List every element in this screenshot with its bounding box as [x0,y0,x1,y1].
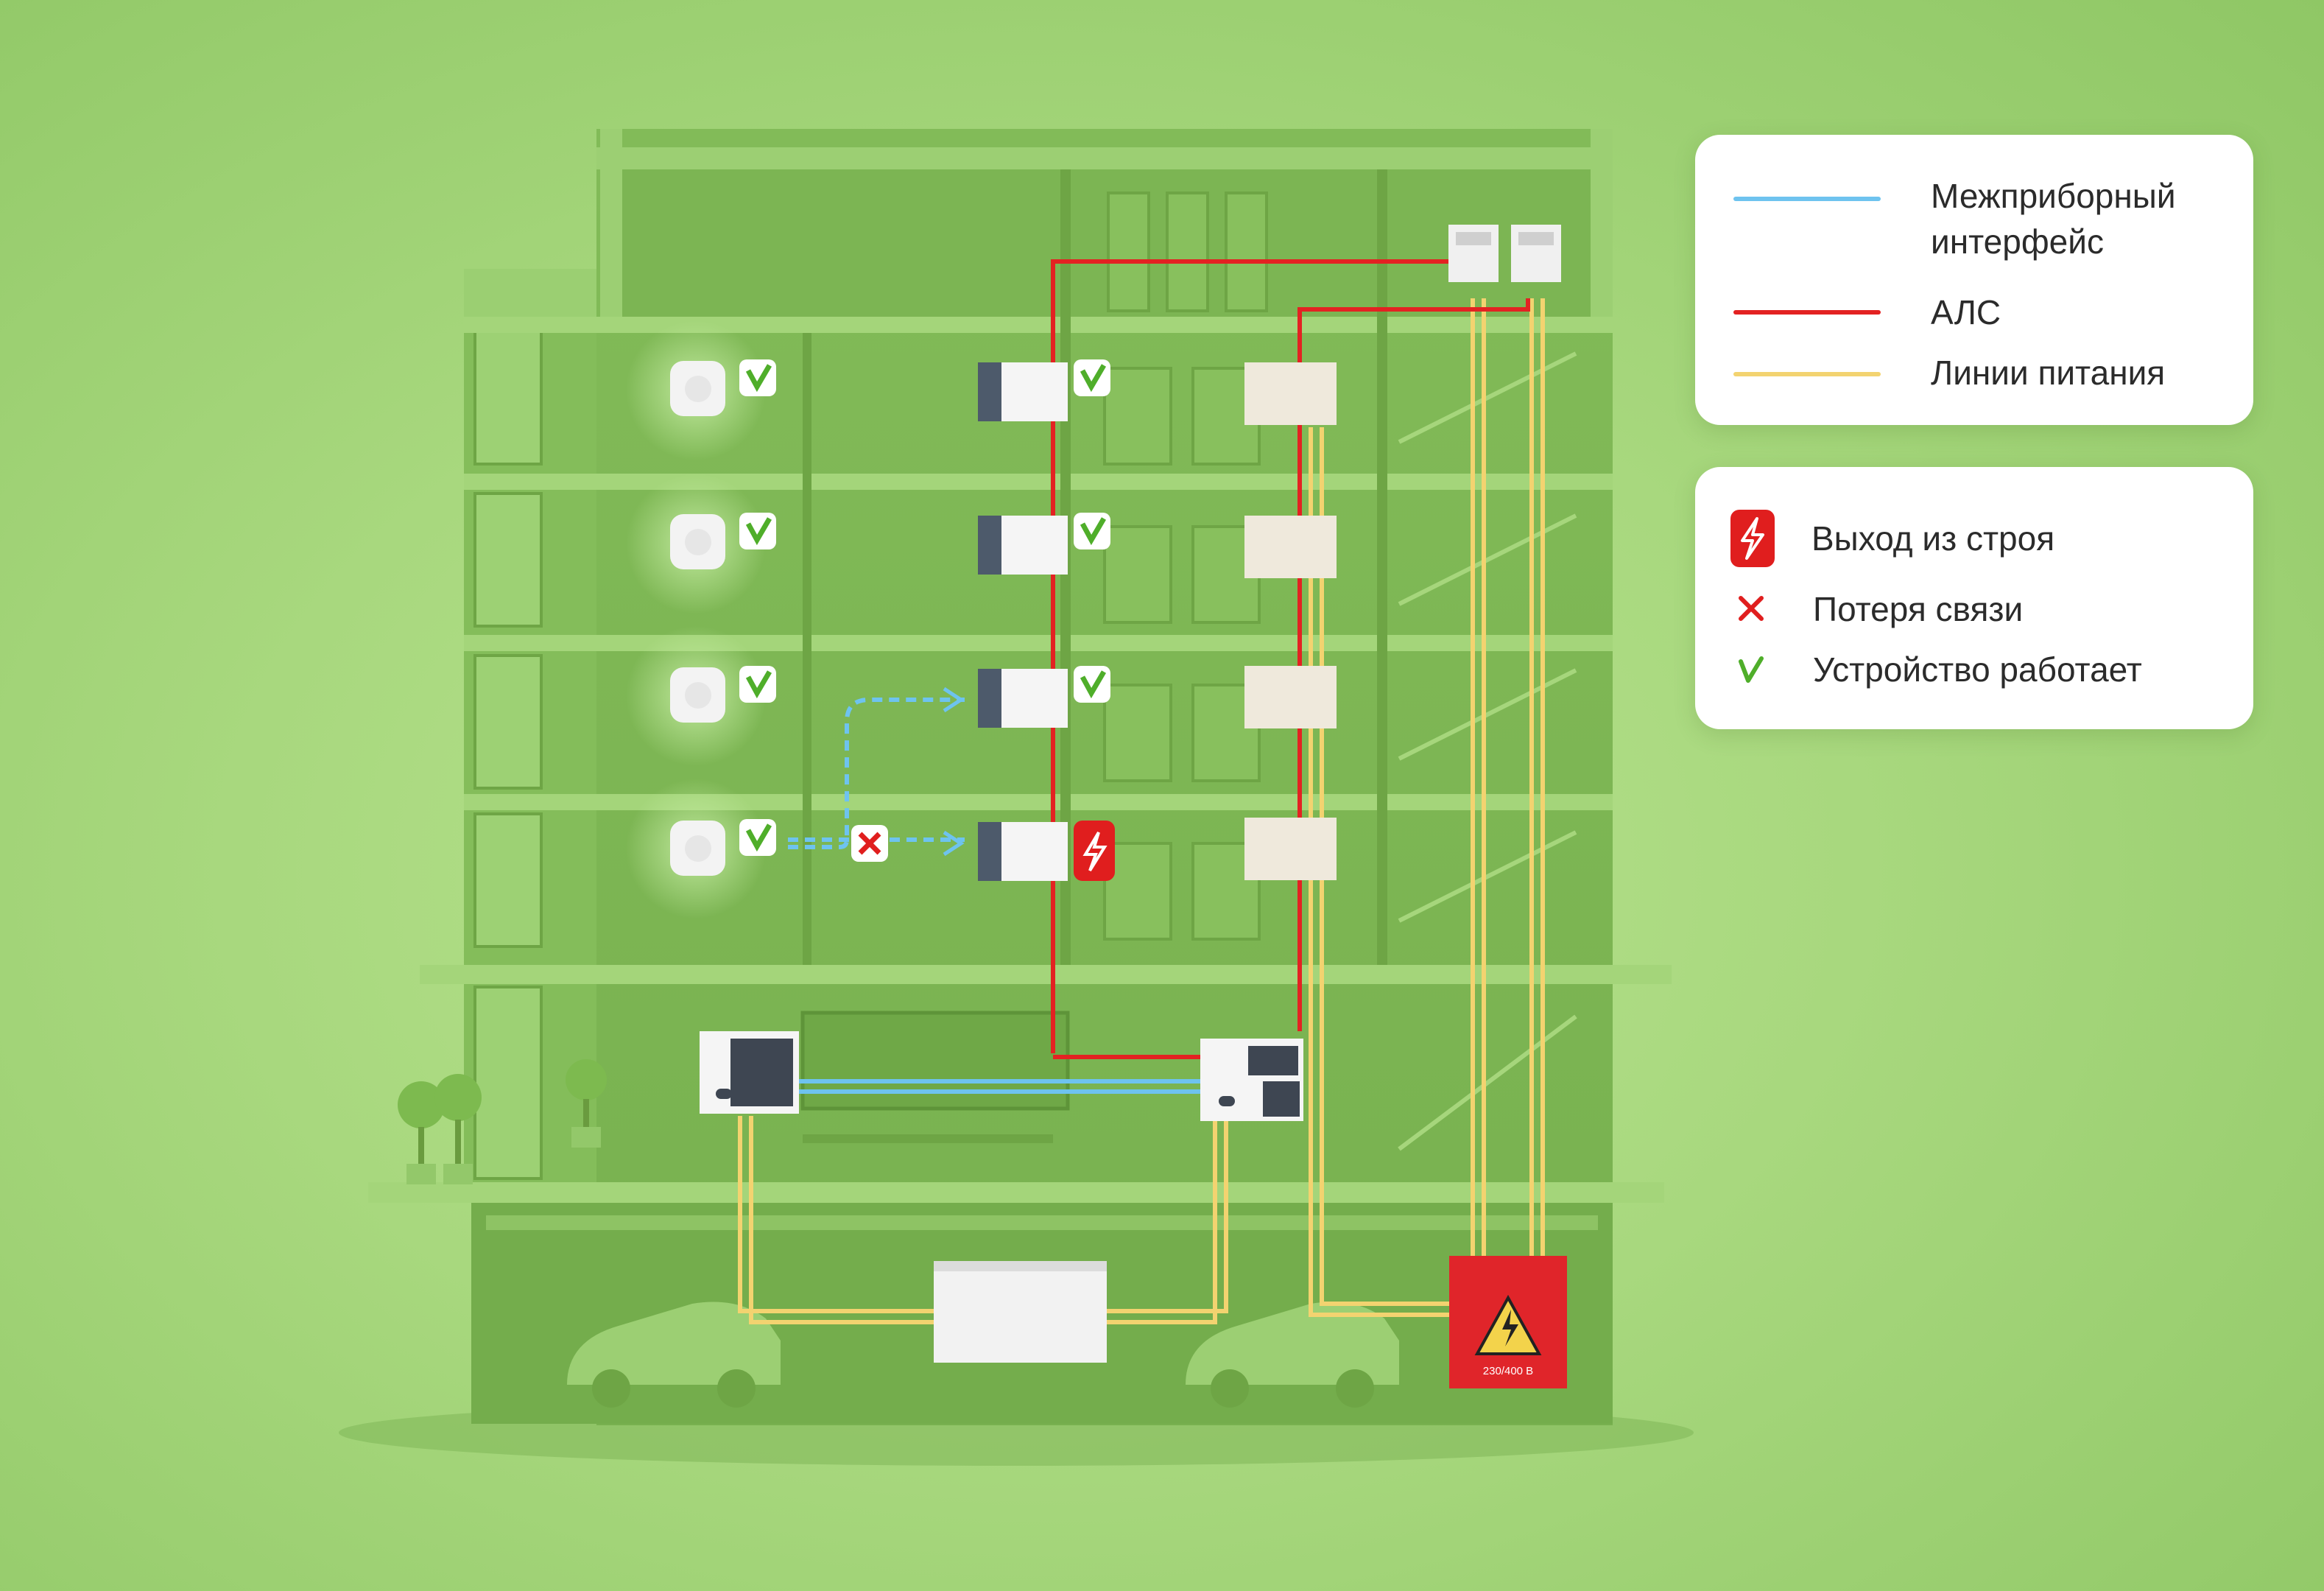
check-icon [739,513,776,549]
als-line-swatch [1733,310,1881,315]
smoke-detector-icon [670,514,725,569]
cross-icon [1739,596,1764,621]
address-blocks [1244,362,1337,880]
cross-icon [851,825,888,862]
module-icon [978,516,1068,575]
legend-line-types: Межприборный интерфейс АЛС Линии питания [1695,135,2253,425]
power-supply-unit [934,1261,1107,1363]
meter-icons [1448,225,1561,282]
check-icon [739,666,776,703]
plants [398,1059,607,1184]
control-panel-right [1200,1039,1303,1121]
legend-status: Выход из строя Потеря связи Устройство р… [1695,467,2253,729]
building-body [368,129,1672,1425]
left-annex [464,269,596,1190]
arrowheads [943,686,965,857]
check-icon [739,819,776,856]
power-line-swatch [1733,372,1881,376]
power-box-label: 230/400 В [1483,1365,1533,1377]
als-line-label: АЛС [1931,293,2001,331]
power-line-label: Линии питания [1931,354,2166,392]
smoke-detectors [670,361,725,876]
smoke-detector-icon [670,361,725,416]
module-icon [978,362,1068,421]
smoke-detector-icon [670,667,725,723]
lightning-icon [1074,821,1115,881]
lost-connection-label: Потеря связи [1813,590,2024,628]
fault-label: Выход из строя [1811,519,2055,558]
smoke-detector-icon [670,821,725,876]
device-ok-label: Устройство работает [1813,650,2142,689]
module-icon [978,822,1068,881]
interface-line-label: Межприборный интерфейс [1931,177,2176,261]
check-icon [1074,513,1110,549]
floor-modules [978,362,1068,881]
control-panel-left [700,1031,799,1114]
status-badges [739,359,1115,881]
check-icon [1739,656,1764,683]
interface-line-swatch [1733,197,1881,201]
power-distribution-box: 230/400 В [1449,1256,1567,1388]
module-icon [978,669,1068,728]
check-icon [739,359,776,396]
check-icon [1074,359,1110,396]
lightning-icon [1730,510,1775,567]
check-icon [1074,666,1110,703]
